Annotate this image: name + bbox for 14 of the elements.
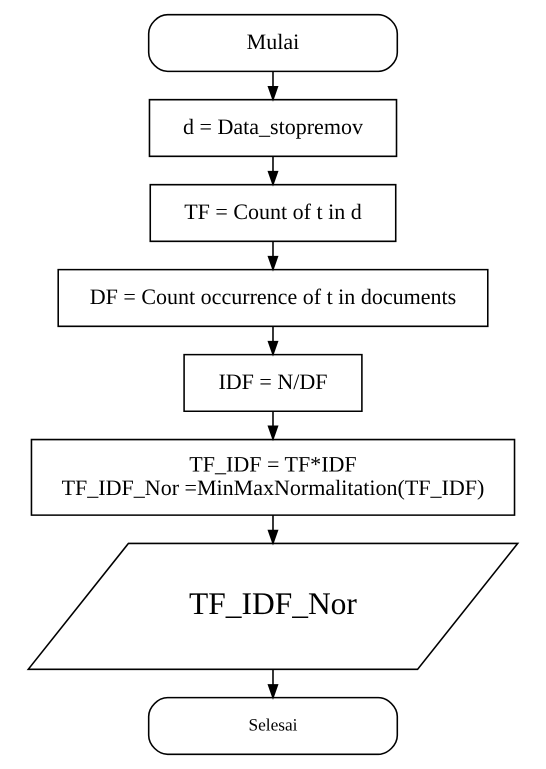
node-box: Selesai — [148, 696, 398, 756]
node-box: IDF = N/DF — [183, 354, 363, 412]
arrow — [267, 326, 279, 357]
arrow — [267, 515, 279, 546]
node-box: d = Data_stopremov — [148, 98, 398, 158]
node-box: Mulai — [148, 14, 398, 72]
arrow — [267, 156, 279, 187]
node-box: DF = Count occurrence of t in documents — [57, 268, 489, 328]
node-box: TF = Count of t in d — [149, 184, 397, 242]
node-box: TF_IDF = TF*IDF TF_IDF_Nor =MinMaxNormalitation(TF_IDF) — [30, 438, 516, 516]
arrow — [267, 670, 279, 700]
arrow — [267, 71, 279, 102]
arrow — [267, 411, 279, 442]
arrow — [267, 241, 279, 272]
